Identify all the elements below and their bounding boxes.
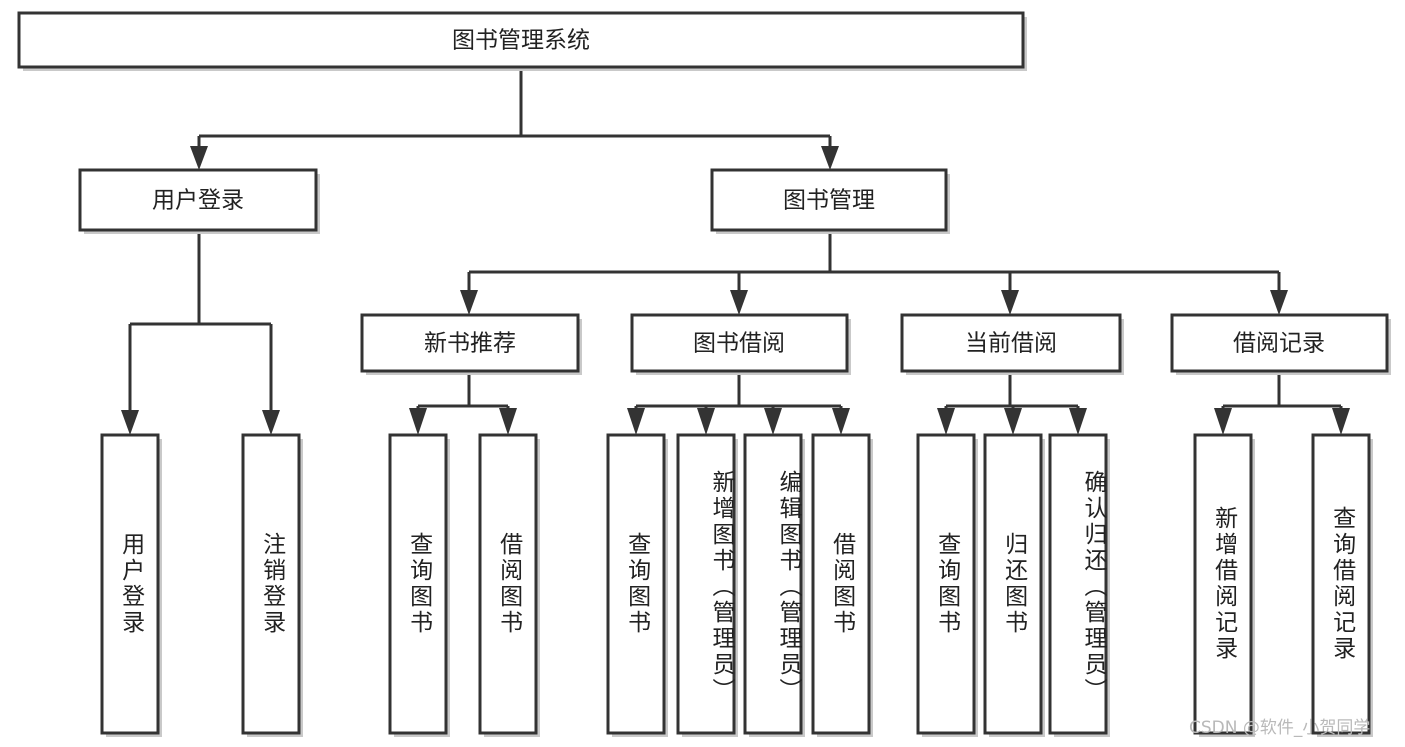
book-borrow-label: 图书借阅 xyxy=(693,331,785,357)
leaf-box-13[interactable] xyxy=(1311,433,1371,735)
book-management-label: 图书管理 xyxy=(783,188,875,214)
arrowhead-new-books xyxy=(460,290,478,315)
node-borrow-record[interactable]: 借阅记录 xyxy=(1170,313,1391,375)
arrowhead-borrow-record xyxy=(1270,290,1288,315)
arrowhead-leaf-7 xyxy=(764,408,782,435)
arrowhead-leaf-1 xyxy=(121,410,139,435)
user-login-label: 用户登录 xyxy=(152,188,244,214)
arrowhead-current-borrow xyxy=(1001,290,1019,315)
arrowhead-leaf-3 xyxy=(409,408,427,435)
root-label: 图书管理系统 xyxy=(452,28,590,54)
node-root[interactable]: 图书管理系统 xyxy=(17,11,1027,71)
leaf-box-11[interactable] xyxy=(1048,433,1108,735)
leaf-box-3[interactable] xyxy=(388,433,448,735)
node-new-book-recommend[interactable]: 新书推荐 xyxy=(360,313,582,375)
leaf-box-10[interactable] xyxy=(983,433,1043,735)
node-current-borrow[interactable]: 当前借阅 xyxy=(900,313,1124,375)
borrow-record-label: 借阅记录 xyxy=(1233,331,1325,357)
current-borrow-label: 当前借阅 xyxy=(965,331,1057,357)
arrowhead-leaf-2 xyxy=(262,410,280,435)
csdn-watermark: CSDN @软件_小贺同学 xyxy=(1189,718,1371,738)
leaf-box-7[interactable] xyxy=(743,433,803,735)
leaf-box-group xyxy=(100,433,1373,737)
leaf-box-6[interactable] xyxy=(676,433,736,735)
arrowhead-user-login xyxy=(190,146,208,170)
arrowhead-leaf-5 xyxy=(627,408,645,435)
leaf-box-4[interactable] xyxy=(478,433,538,735)
arrowhead-leaf-4 xyxy=(499,408,517,435)
leaf-box-9[interactable] xyxy=(916,433,976,735)
current-borrow-box[interactable] xyxy=(900,313,1122,373)
leaf-box-1[interactable] xyxy=(100,433,160,735)
arrowhead-book-mgmt xyxy=(821,146,839,170)
edge-group xyxy=(121,69,1350,435)
leaf-box-12[interactable] xyxy=(1193,433,1253,735)
leaf-box-8[interactable] xyxy=(811,433,871,735)
arrowhead-leaf-13 xyxy=(1332,408,1350,435)
arrowhead-borrow-books xyxy=(730,290,748,315)
node-book-borrow[interactable]: 图书借阅 xyxy=(630,313,851,375)
arrowhead-leaf-12 xyxy=(1214,408,1232,435)
node-user-login[interactable]: 用户登录 xyxy=(78,168,320,234)
node-book-management[interactable]: 图书管理 xyxy=(710,168,950,234)
new-book-recommend-box[interactable] xyxy=(360,313,580,373)
new-book-recommend-label: 新书推荐 xyxy=(424,331,516,357)
arrowhead-leaf-11 xyxy=(1069,408,1087,435)
book-management-box[interactable] xyxy=(710,168,948,232)
arrowhead-leaf-6 xyxy=(697,408,715,435)
user-login-box[interactable] xyxy=(78,168,318,232)
arrowhead-leaf-9 xyxy=(937,408,955,435)
arrowhead-leaf-10 xyxy=(1004,408,1022,435)
leaf-box-5[interactable] xyxy=(606,433,666,735)
borrow-record-box[interactable] xyxy=(1170,313,1389,373)
book-borrow-box[interactable] xyxy=(630,313,849,373)
arrowhead-leaf-8 xyxy=(832,408,850,435)
leaf-box-2[interactable] xyxy=(241,433,301,735)
root-box[interactable] xyxy=(17,11,1025,69)
